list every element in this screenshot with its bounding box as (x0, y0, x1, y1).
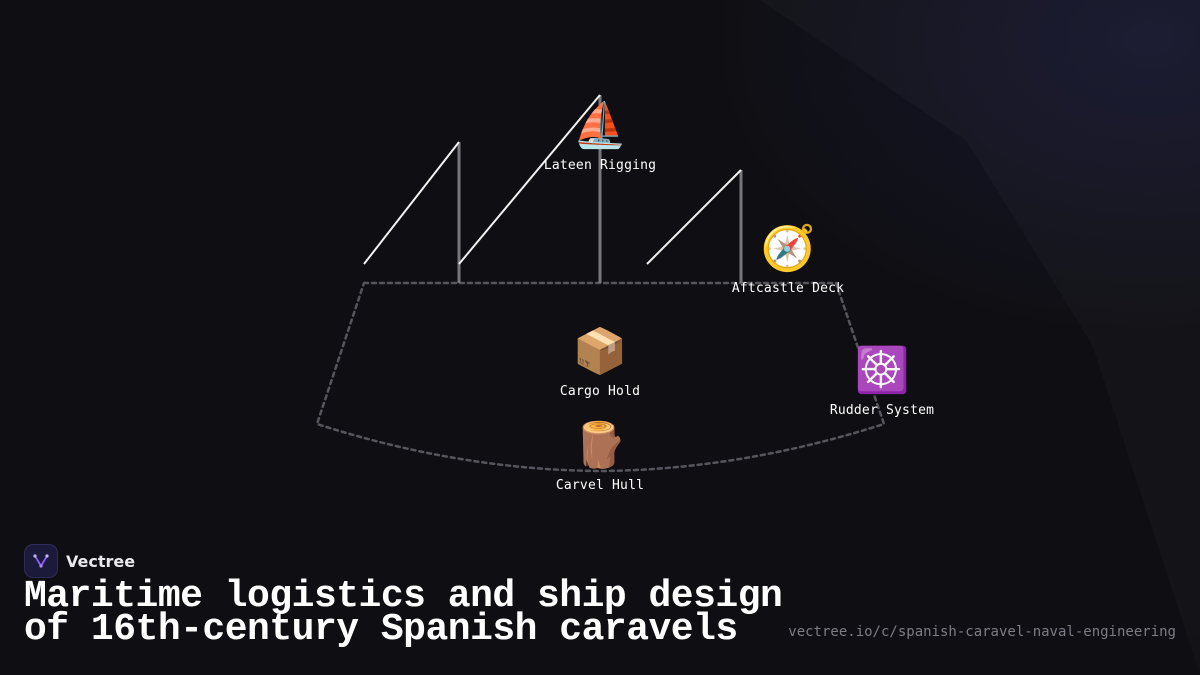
node-label: Carvel Hull (555, 478, 645, 493)
node-aftcastle-deck: 🧭 Aftcastle Deck (678, 223, 898, 297)
ship-wheel-icon: ☸️ (854, 346, 910, 395)
node-cargo-hold: 📦 Cargo Hold (490, 326, 710, 400)
package-icon: 📦 (572, 327, 628, 376)
node-label: Cargo Hold (559, 384, 641, 399)
node-label: Aftcastle Deck (731, 281, 845, 296)
vectree-logo-icon (24, 544, 58, 578)
node-label: Lateen Rigging (543, 158, 657, 173)
brand-name: Vectree (66, 551, 136, 571)
title-line-2: of 16th-century Spanish caravels (24, 608, 738, 651)
source-url[interactable]: vectree.io/c/spanish-caravel-naval-engin… (788, 624, 1176, 640)
node-carvel-hull: 🪵 Carvel Hull (490, 420, 710, 494)
title-line-1: Maritime logistics and ship design (24, 575, 783, 618)
brand: Vectree (24, 544, 135, 578)
page-title: Maritime logistics and ship design of 16… (24, 578, 804, 649)
main-yard (458, 94, 601, 265)
node-lateen-rigging: ⛵ Lateen Rigging (490, 100, 710, 174)
compass-icon: 🧭 (760, 224, 816, 273)
node-rudder-system: ☸️ Rudder System (772, 345, 992, 419)
hull-outline (315, 281, 886, 473)
wood-log-icon: 🪵 (572, 421, 628, 470)
fore-yard (646, 169, 742, 265)
mizzen-yard (363, 141, 460, 265)
node-label: Rudder System (829, 403, 935, 418)
sailboat-icon: ⛵ (572, 101, 628, 150)
